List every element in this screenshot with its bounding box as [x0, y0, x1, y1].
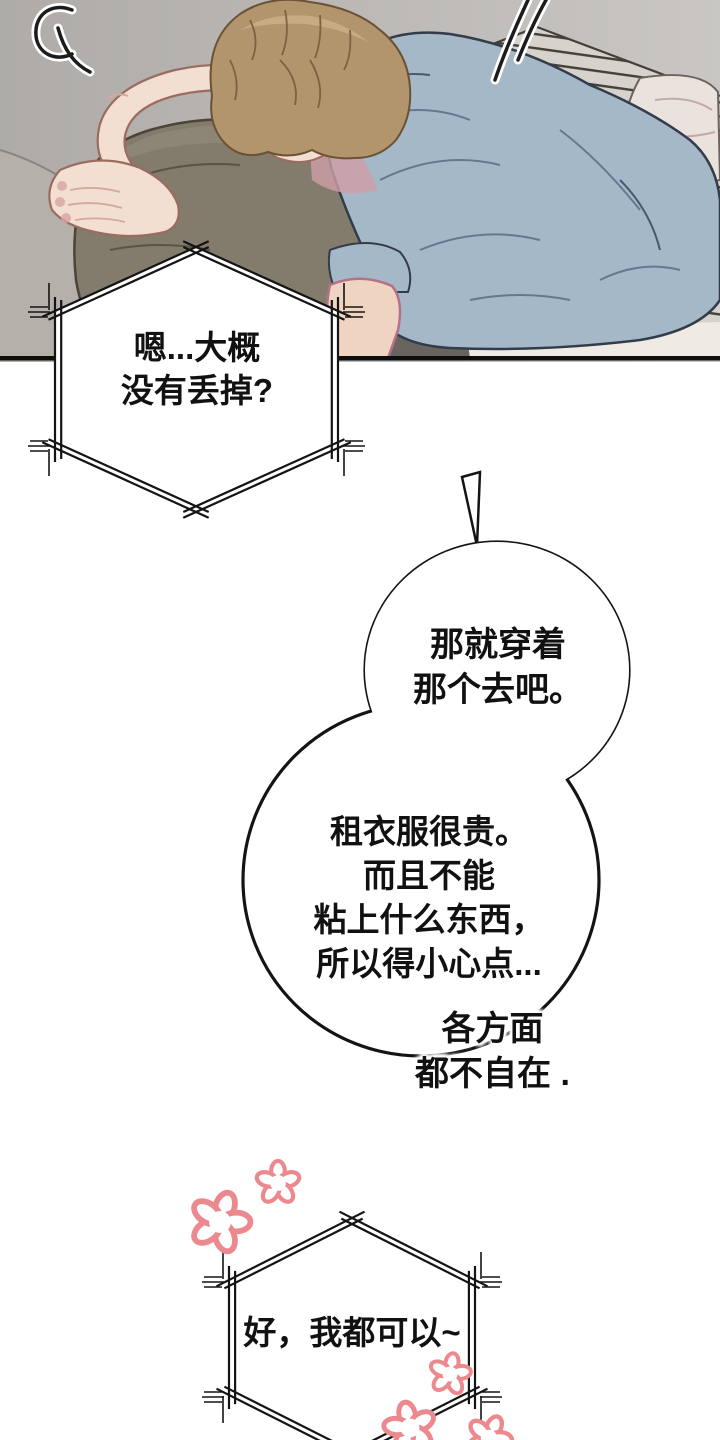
panel-border — [0, 356, 720, 361]
speech-line: 租衣服很贵。 — [330, 813, 528, 850]
hex2-corner-ticks — [202, 1252, 502, 1423]
sigh-curl-mark — [31, 3, 95, 77]
bed-scene-illustration — [0, 0, 720, 362]
speech-line: 粘上什么东西， — [313, 901, 545, 938]
flower-icon — [458, 1407, 521, 1440]
speech-line: 各方面 — [441, 1010, 544, 1048]
speech-bubble-1-text: 嗯...大概 没有丢掉? — [55, 326, 339, 412]
speech-bubble-3-text: 好，我都可以~ — [230, 1312, 474, 1354]
flower-icon — [180, 1183, 259, 1260]
speech-line: 好，我都可以~ — [243, 1314, 461, 1351]
character-hair — [209, 0, 412, 160]
bubble-tail — [460, 470, 482, 547]
speech-line: 嗯...大概 — [133, 329, 261, 366]
speech-line: 那个去吧。 — [413, 671, 583, 709]
speech-bubble-hex2 — [202, 1210, 502, 1440]
character-body — [320, 31, 720, 351]
speech-bubble-2-top-text: 那就穿着 那个去吧。 — [377, 623, 619, 713]
speech-line: 而且不能 — [363, 857, 495, 894]
speech-bubble-gourd — [241, 470, 631, 1058]
aside-thought-text: 各方面 都不自在 . — [370, 1007, 615, 1097]
speech-line: 那就穿着 — [430, 626, 566, 664]
speech-bubble-2-bottom-text: 租衣服很贵。 而且不能 粘上什么东西， 所以得小心点... — [286, 810, 572, 986]
forearm — [325, 241, 412, 360]
flower-icon — [255, 1161, 301, 1205]
motion-lines-mark — [490, 0, 551, 85]
character-hand — [48, 159, 180, 238]
speech-bubble-hex1 — [28, 240, 365, 519]
hex1-corner-ticks — [28, 283, 365, 476]
speech-line: 没有丢掉? — [120, 372, 274, 409]
neck-shadow — [310, 150, 378, 194]
speech-line: 都不自在 . — [415, 1055, 570, 1093]
speech-line: 所以得小心点... — [316, 945, 542, 982]
